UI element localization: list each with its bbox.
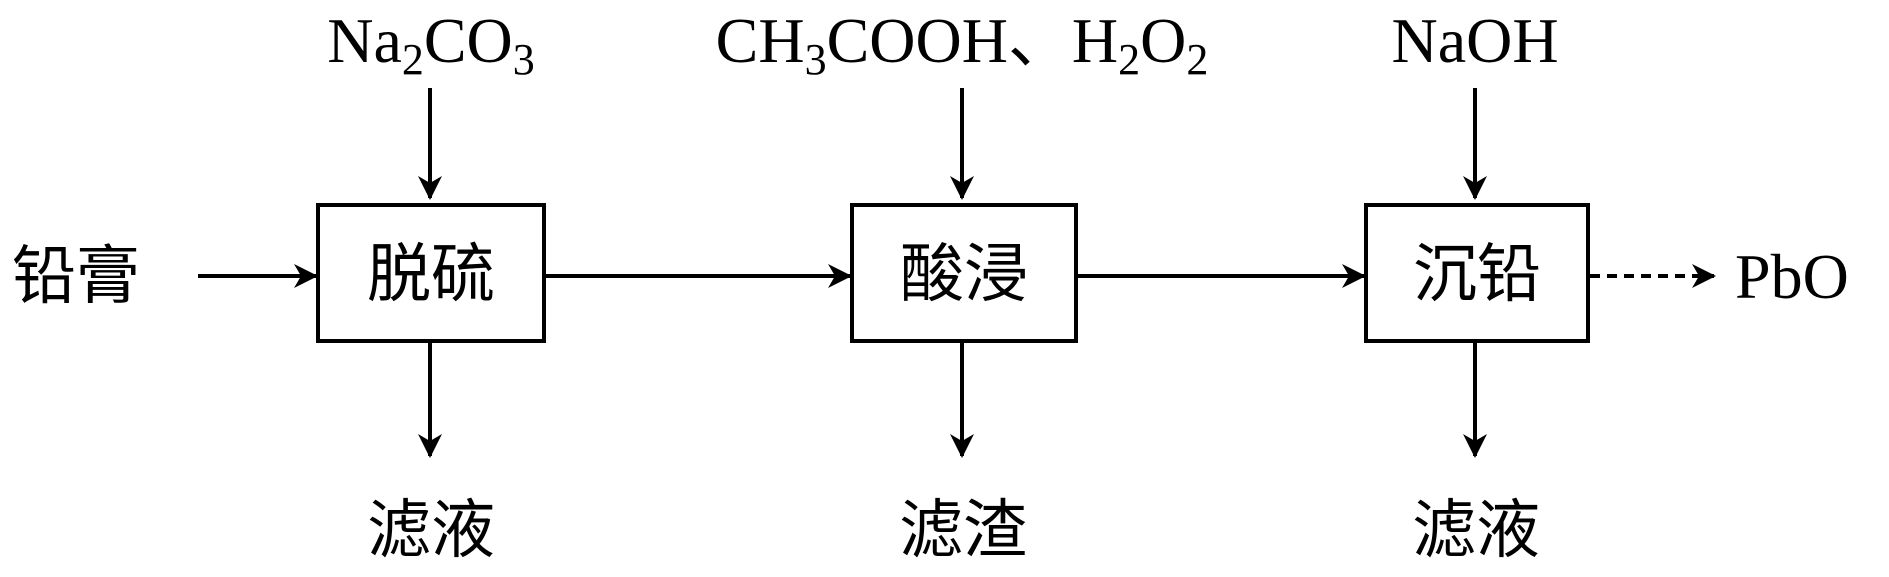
step-precipitation-label: 沉铅 bbox=[1413, 239, 1541, 310]
step-desulfurization-label: 脱硫 bbox=[367, 239, 495, 310]
output-filtrate-2: 滤液 bbox=[1412, 495, 1540, 566]
step-precipitation: 沉铅 bbox=[1364, 203, 1590, 343]
output-filtrate-1: 滤液 bbox=[367, 495, 495, 566]
step-desulfurization: 脱硫 bbox=[316, 203, 546, 343]
reagent-naoh: NaOH bbox=[1391, 5, 1558, 76]
output-residue: 滤渣 bbox=[899, 495, 1027, 566]
reagent-ch3cooh-h2o2: CH3COOH、H2O2 bbox=[716, 5, 1209, 84]
product-label: PbO bbox=[1735, 241, 1849, 312]
reagent-na2co3: Na2CO3 bbox=[327, 5, 535, 84]
input-label: 铅膏 bbox=[12, 241, 140, 312]
step-acid-leach: 酸浸 bbox=[850, 203, 1078, 343]
step-acid-leach-label: 酸浸 bbox=[900, 239, 1028, 310]
